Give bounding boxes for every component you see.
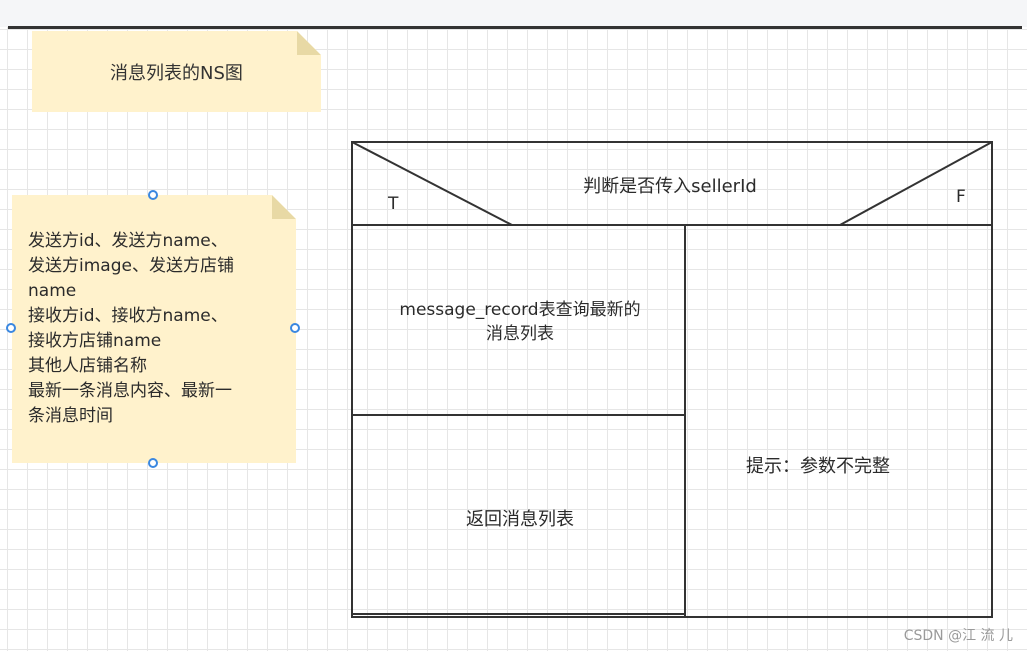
true-step1-text: message_record表查询最新的 消息列表 xyxy=(360,298,680,346)
false-label: F xyxy=(956,187,966,207)
true-step1-line: message_record表查询最新的 xyxy=(399,300,641,320)
fields-line: 发送方id、发送方name、 xyxy=(28,231,228,251)
resize-handle-left[interactable] xyxy=(6,323,16,333)
fields-note[interactable]: 发送方id、发送方name、 发送方image、发送方店铺 name 接收方id… xyxy=(12,195,296,463)
condition-right-diagonal xyxy=(839,141,993,226)
fields-line: 发送方image、发送方店铺 xyxy=(28,256,234,276)
resize-handle-bottom[interactable] xyxy=(148,458,158,468)
top-divider-line xyxy=(8,26,1022,29)
top-toolbar-area xyxy=(0,0,1027,27)
condition-left-diagonal xyxy=(351,141,513,226)
true-label: T xyxy=(388,194,399,214)
watermark: CSDN @江 流 儿 xyxy=(903,628,1013,644)
fields-line: 接收方店铺name xyxy=(28,331,162,351)
fields-line: name xyxy=(28,281,77,301)
resize-handle-top[interactable] xyxy=(148,190,158,200)
title-note[interactable]: 消息列表的NS图 xyxy=(32,31,321,112)
false-step1-text: 提示：参数不完整 xyxy=(746,456,890,477)
true-step1-line: 消息列表 xyxy=(486,324,554,344)
resize-handle-right[interactable] xyxy=(290,323,300,333)
fields-line: 条消息时间 xyxy=(28,406,113,426)
condition-text: 判断是否传入sellerId xyxy=(583,176,757,197)
fields-line: 最新一条消息内容、最新一 xyxy=(28,381,232,401)
fields-line: 接收方id、接收方name、 xyxy=(28,306,228,326)
ns-outer-border xyxy=(351,141,993,618)
note-title-text: 消息列表的NS图 xyxy=(110,63,243,84)
fields-line: 其他人店铺名称 xyxy=(28,356,147,376)
true-step2-text: 返回消息列表 xyxy=(466,509,574,530)
fields-note-body: 发送方id、发送方name、 发送方image、发送方店铺 name 接收方id… xyxy=(28,229,290,429)
